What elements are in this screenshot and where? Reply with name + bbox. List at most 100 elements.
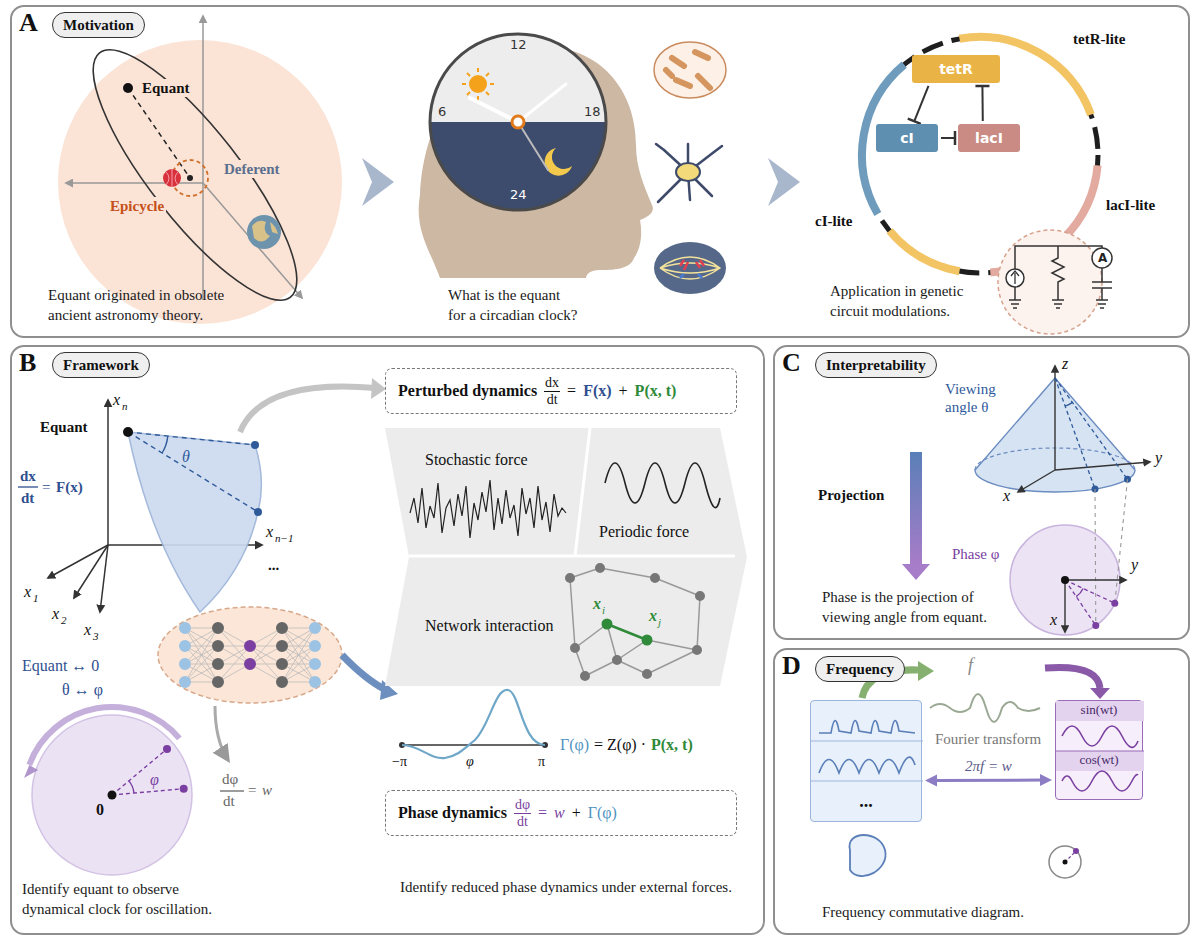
label-text: x	[52, 604, 59, 623]
astronomy-illustration	[64, 25, 326, 325]
chevron-band	[605, 463, 720, 508]
node-text: Stochastic force	[425, 450, 528, 469]
neural-network	[185, 628, 315, 682]
label-text: x	[266, 522, 273, 541]
clock-head-illustration	[430, 122, 606, 210]
fraction-denominator: dt	[517, 814, 528, 829]
gene-name: cI	[900, 130, 914, 146]
label-text: Equant	[140, 79, 192, 97]
astronomy-illustration	[187, 175, 193, 181]
label-text: dt	[223, 792, 235, 810]
cone-illustration	[1065, 579, 1126, 580]
label-text: 1	[33, 592, 39, 605]
state-space-illustration	[18, 378, 386, 612]
chevron-band	[607, 624, 647, 640]
fraction-numerator: dx	[544, 375, 560, 391]
phase-circle	[24, 707, 244, 875]
connector	[941, 131, 955, 145]
frequency-illustration	[1063, 860, 1068, 865]
panel-title-text: Interpretability	[826, 357, 926, 374]
cone-illustration	[910, 452, 922, 564]
panel: DFrequency...sin(wt)cos(wt)	[773, 648, 1190, 935]
node-text: x	[593, 594, 601, 613]
label-text: 3	[93, 630, 99, 643]
node-text: Network interaction	[425, 616, 553, 635]
cone-illustration	[1018, 470, 1055, 492]
equation-text: F(x)	[583, 382, 611, 400]
label-text: P(x, t)	[651, 735, 693, 754]
state-space-illustration	[251, 441, 259, 449]
connector-line	[981, 86, 983, 121]
circuit-inset	[1006, 269, 1024, 287]
label-text: 0	[96, 800, 104, 819]
label-text: θ ↔ φ	[62, 680, 103, 699]
frequency-illustration	[1090, 688, 1110, 699]
clock-head-illustration	[469, 75, 487, 93]
label-text: Phase is the projection of viewing angle…	[822, 588, 1002, 627]
clock-head-illustration	[545, 148, 572, 176]
connector	[975, 86, 989, 121]
phase-circle	[108, 791, 117, 800]
gene-box: lacI	[958, 124, 1020, 152]
label-text: 2	[61, 614, 67, 627]
node-text: Periodic force	[599, 522, 689, 541]
label-text: y	[1131, 555, 1138, 574]
connector-label: 2πf = w	[962, 757, 1015, 775]
astronomy-illustration	[163, 169, 181, 187]
chevron-band	[410, 480, 566, 538]
connector	[925, 774, 1052, 786]
cone-illustration	[1055, 378, 1128, 489]
harmonic-basis	[1056, 750, 1144, 751]
frequency-illustration	[1073, 848, 1079, 854]
panel-letter: B	[19, 348, 36, 378]
label-text: Fourier transform	[935, 730, 1041, 748]
gene-box: cI	[876, 124, 938, 152]
label-text: lacI-lite	[1106, 196, 1155, 214]
waveform-stack	[819, 720, 915, 733]
phase-circle	[29, 707, 179, 765]
cell-icons	[654, 42, 726, 294]
cell-icons	[676, 163, 700, 181]
label-text: φ	[150, 770, 159, 789]
cone-illustration	[1054, 366, 1055, 470]
chevron-band	[570, 568, 700, 676]
harmonic-basis	[1056, 701, 1144, 721]
signal-box: ...	[810, 700, 922, 822]
clock-head-illustration	[518, 84, 566, 122]
chevron-band	[607, 624, 647, 640]
equation-box: Perturbed dynamicsdxdt=F(x)+P(x, t)	[385, 368, 737, 414]
clock-head-illustration	[512, 116, 524, 128]
equation-text: Perturbed dynamics	[398, 382, 537, 400]
connector-line	[914, 86, 928, 121]
astronomy-illustration	[66, 182, 203, 184]
label-text: Deferent	[222, 160, 282, 178]
equation-text: +	[572, 804, 581, 822]
neural-network	[158, 607, 342, 703]
astronomy-illustration	[123, 83, 133, 93]
flow-chevron	[362, 158, 394, 206]
frequency-illustration	[930, 694, 1040, 722]
circuit-inset	[1015, 246, 1112, 300]
harmonic-basis	[1056, 751, 1144, 771]
cone-illustration	[1111, 600, 1118, 607]
cone-illustration	[1095, 479, 1128, 625]
fraction: dφdt	[514, 797, 531, 829]
label-text: dt	[21, 489, 34, 507]
fraction: dxdt	[544, 375, 560, 407]
label-text: n−1	[275, 532, 293, 545]
cone-illustration	[1076, 589, 1083, 597]
cone-illustration	[902, 564, 930, 580]
state-space-illustration	[128, 432, 261, 612]
state-space-illustration	[240, 386, 376, 432]
state-space-illustration	[371, 378, 386, 399]
label-text: Equant originated in obsolete ancient as…	[48, 286, 253, 325]
chevron-band	[570, 568, 700, 676]
panel-letter: A	[19, 8, 38, 38]
state-space-illustration	[128, 432, 258, 512]
label-text: x	[84, 620, 91, 639]
equation-text: +	[619, 382, 628, 400]
force-band: Stochastic forcePeriodic forceNetwork in…	[385, 428, 747, 686]
circuit-inset	[1009, 300, 1108, 308]
equation-text: w	[554, 804, 565, 822]
arrow-head	[1040, 774, 1052, 786]
